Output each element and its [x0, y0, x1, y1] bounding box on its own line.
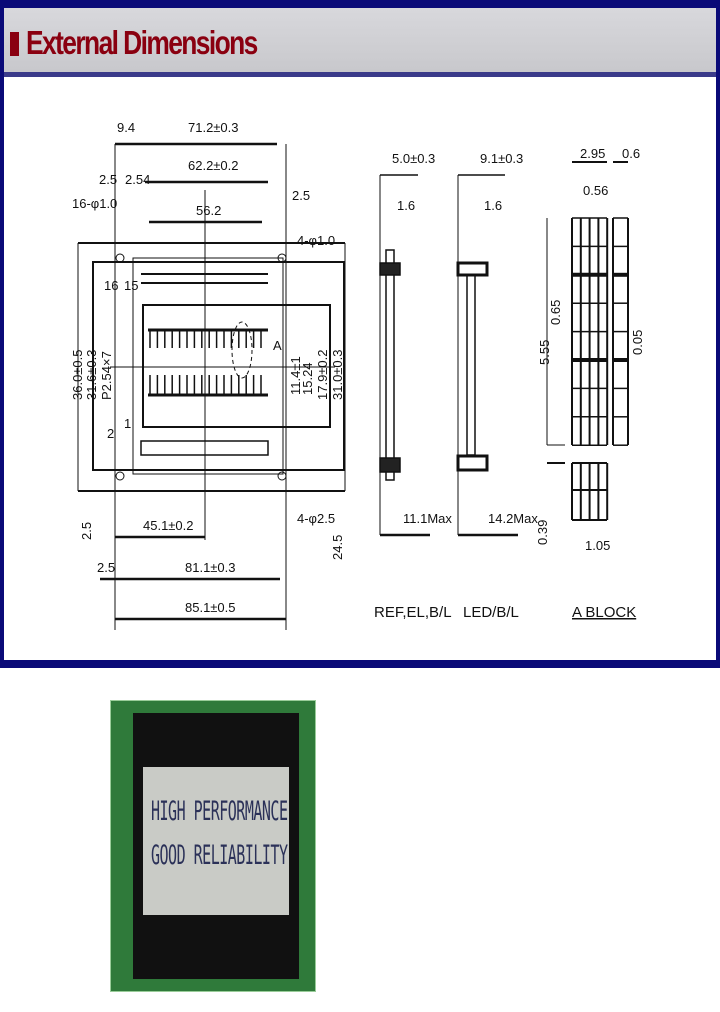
section-title: External Dimensions: [26, 24, 258, 61]
pin-16: 16: [104, 278, 118, 293]
front-view-outline: [77, 242, 346, 492]
detail-mark: A: [273, 338, 282, 353]
dim-15-24: 15.24: [300, 362, 315, 395]
a-block-label: A BLOCK: [572, 604, 636, 621]
ref-max: 11.1Max: [403, 511, 452, 526]
centerlines: [110, 190, 335, 540]
pin-15: 15: [124, 278, 138, 293]
a-block-detail: [546, 161, 629, 521]
dim-24-5: 24.5: [330, 535, 345, 560]
dim-17-9: 17.9±0.2: [315, 349, 330, 400]
dim-2-5-bottom: 2.5: [79, 522, 94, 540]
dim-56-2: 56.2: [196, 203, 221, 218]
ref-width: 5.0±0.3: [392, 151, 435, 166]
pin-1: 1: [124, 416, 131, 431]
dim-2-5-right: 2.5: [292, 188, 310, 203]
dim-pin-holes: 16-φ1.0: [72, 196, 117, 211]
ab-0-56: 0.56: [583, 183, 608, 198]
dimension-lines: [100, 142, 287, 630]
ab-0-05: 0.05: [630, 330, 645, 355]
side-view-ref-el: [379, 174, 430, 537]
dim-9-4: 9.4: [117, 120, 135, 135]
dim-81-1: 81.1±0.3: [185, 560, 236, 575]
led-label: LED/B/L: [463, 604, 519, 621]
ab-1-05: 1.05: [585, 538, 610, 553]
ref-pin: 1.6: [397, 198, 415, 213]
ab-0-39: 0.39: [535, 520, 550, 545]
led-width: 9.1±0.3: [480, 151, 523, 166]
led-pin: 1.6: [484, 198, 502, 213]
lcd-line-1: HIGH PERFORMANCE: [151, 795, 288, 828]
section-header: External Dimensions: [4, 8, 716, 77]
dim-45-1: 45.1±0.2: [143, 518, 194, 533]
panel-body: External Dimensions: [4, 8, 716, 660]
ab-2-95: 2.95: [580, 146, 605, 161]
dim-36-0: 36.0±0.5: [70, 349, 85, 400]
lcd-line-2: GOOD RELIABILITY: [151, 839, 288, 872]
character-cells: [148, 328, 268, 397]
ref-el-label: REF,EL,B/L: [374, 604, 452, 621]
led-max: 14.2Max: [488, 511, 538, 526]
dimensions-panel: External Dimensions: [0, 0, 720, 668]
dim-2-5-left: 2.5: [99, 172, 117, 187]
dim-mount-holes-bottom: 4-φ2.5: [297, 511, 335, 526]
dim-31-6: 31.6±0.3: [84, 349, 99, 400]
pin-2: 2: [107, 426, 114, 441]
lcd-screen: HIGH PERFORMANCE GOOD RELIABILITY: [143, 767, 289, 915]
ab-0-6: 0.6: [622, 146, 640, 161]
side-view-led: [456, 174, 518, 537]
ab-0-65: 0.65: [548, 300, 563, 325]
dim-mount-holes-top: 4-φ1.0: [297, 233, 335, 248]
dimension-drawing: 9.4 71.2±0.3 2.5 2.54 62.2±0.2 16-φ1.0 5…: [70, 120, 645, 630]
lcd-module-photo: HIGH PERFORMANCE GOOD RELIABILITY: [110, 700, 316, 992]
dim-62-2: 62.2±0.2: [188, 158, 239, 173]
dim-71-2: 71.2±0.3: [188, 120, 239, 135]
dim-85-1: 85.1±0.5: [185, 600, 236, 615]
dim-2-54: 2.54: [125, 172, 150, 187]
ab-5-55: 5.55: [537, 340, 552, 365]
dim-pitch: P2.54×7: [99, 351, 114, 400]
dim-2-5-lower: 2.5: [97, 560, 115, 575]
dim-31-0: 31.0±0.3: [330, 349, 345, 400]
bullet-icon: [10, 32, 19, 56]
dim-11-4: 11.4±1: [288, 356, 303, 395]
